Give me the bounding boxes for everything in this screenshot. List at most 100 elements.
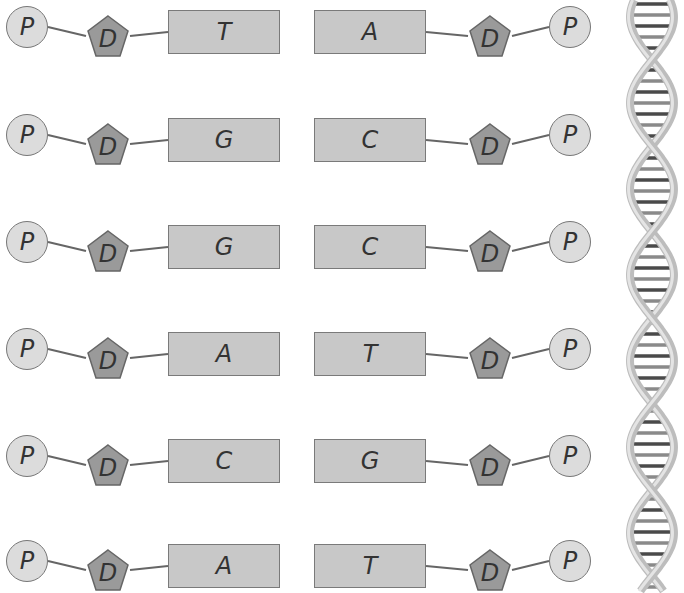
bond-line — [512, 456, 549, 465]
node-label: G — [215, 128, 234, 152]
bond-line — [426, 566, 468, 570]
node-label: P — [20, 549, 34, 573]
node-label: T — [363, 554, 378, 578]
helix-rung — [632, 90, 672, 94]
helix-rung — [632, 2, 671, 6]
bond-line — [48, 349, 86, 358]
bond-line — [512, 349, 549, 358]
node-label: C — [362, 128, 379, 152]
node-label: D — [99, 22, 117, 51]
deoxyribose-pentagon: D — [468, 443, 512, 487]
node-label: P — [563, 123, 577, 147]
helix-rung — [635, 255, 670, 259]
phosphate-circle: P — [549, 540, 591, 582]
phosphate-circle: P — [549, 435, 591, 477]
node-label: A — [216, 342, 232, 366]
node-label: D — [99, 451, 117, 480]
base-box: C — [168, 439, 280, 483]
node-label: D — [481, 451, 499, 480]
deoxyribose-pentagon: D — [86, 548, 130, 592]
helix-strand-highlight — [629, 0, 673, 591]
deoxyribose-pentagon: D — [468, 336, 512, 380]
bond-line — [512, 27, 549, 36]
helix-rung — [630, 101, 674, 105]
helix-rung — [632, 200, 671, 204]
deoxyribose-pentagon: D — [468, 122, 512, 166]
node-label: D — [481, 556, 499, 585]
helix-rung — [631, 24, 673, 28]
base-box: G — [314, 439, 426, 483]
node-label: D — [99, 344, 117, 373]
helix-rung — [630, 530, 674, 534]
deoxyribose-pentagon: D — [468, 548, 512, 592]
helix-rung — [631, 266, 674, 270]
node-label: P — [563, 549, 577, 573]
bond-line — [48, 242, 86, 251]
phosphate-circle: P — [6, 540, 48, 582]
deoxyribose-pentagon: D — [86, 14, 130, 58]
deoxyribose-pentagon: D — [86, 443, 130, 487]
base-box: T — [314, 332, 426, 376]
bond-line — [426, 461, 468, 465]
node-label: P — [563, 444, 577, 468]
bond-line — [512, 135, 549, 144]
deoxyribose-pentagon: D — [86, 229, 130, 273]
node-label: D — [99, 237, 117, 266]
bond-line — [426, 247, 468, 251]
bond-line — [48, 561, 86, 570]
deoxyribose-pentagon: D — [468, 229, 512, 273]
bond-line — [130, 461, 168, 465]
node-label: D — [99, 130, 117, 159]
node-label: P — [563, 15, 577, 39]
helix-rung — [631, 541, 672, 545]
node-label: P — [20, 444, 34, 468]
phosphate-circle: P — [6, 435, 48, 477]
deoxyribose-pentagon: D — [468, 14, 512, 58]
node-label: G — [361, 449, 380, 473]
node-label: D — [481, 130, 499, 159]
node-label: G — [215, 235, 234, 259]
base-box: T — [314, 544, 426, 588]
helix-rung — [634, 343, 671, 347]
base-box: A — [168, 544, 280, 588]
helix-rung — [632, 112, 672, 116]
deoxyribose-pentagon: D — [86, 336, 130, 380]
node-label: P — [20, 15, 34, 39]
base-box: C — [314, 118, 426, 162]
node-label: P — [563, 230, 577, 254]
helix-rung — [632, 519, 672, 523]
base-box: C — [314, 225, 426, 269]
helix-strand — [630, 0, 674, 591]
helix-rung — [631, 365, 674, 369]
bond-line — [130, 566, 168, 570]
bond-line — [426, 32, 468, 36]
base-box: A — [314, 10, 426, 54]
phosphate-circle: P — [6, 114, 48, 156]
node-label: D — [481, 344, 499, 373]
phosphate-circle: P — [549, 6, 591, 48]
base-box: A — [168, 332, 280, 376]
node-label: P — [20, 337, 34, 361]
node-label: P — [20, 230, 34, 254]
bond-line — [426, 354, 468, 358]
bond-line — [426, 140, 468, 144]
helix-rung — [633, 288, 671, 292]
node-label: C — [216, 449, 233, 473]
helix-rung — [630, 354, 673, 358]
bond-line — [130, 354, 168, 358]
base-box: T — [168, 10, 280, 54]
helix-rung — [630, 442, 674, 446]
phosphate-circle: P — [549, 114, 591, 156]
helix-rung — [630, 189, 674, 193]
phosphate-circle: P — [6, 6, 48, 48]
phosphate-circle: P — [549, 328, 591, 370]
bond-line — [130, 32, 168, 36]
node-label: P — [563, 337, 577, 361]
bond-line — [130, 140, 168, 144]
base-box: G — [168, 118, 280, 162]
node-label: D — [481, 237, 499, 266]
bond-line — [130, 247, 168, 251]
